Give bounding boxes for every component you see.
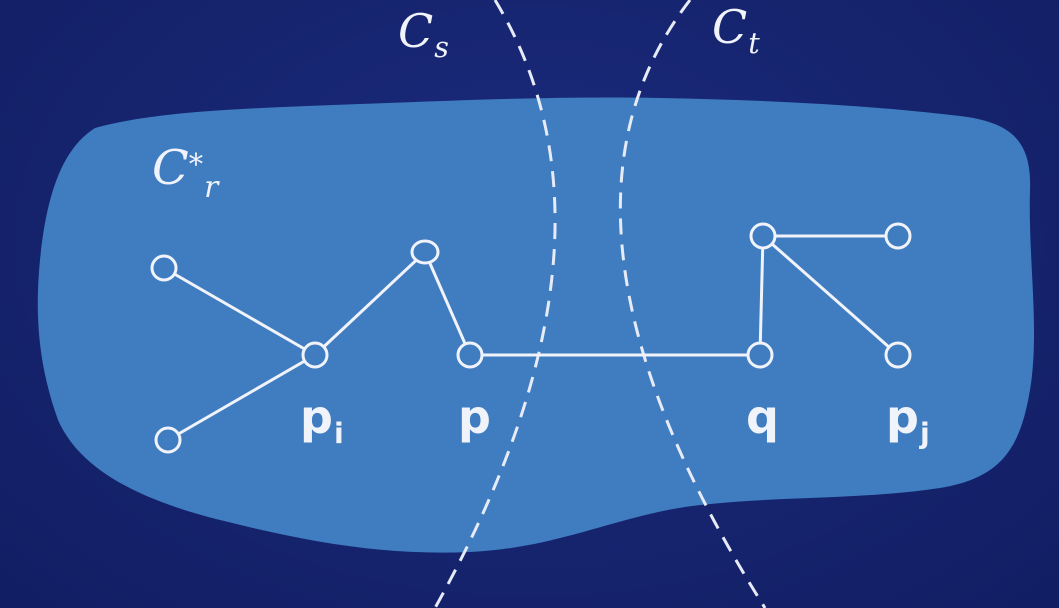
cut-curve-t [618,0,767,608]
node-b [154,426,182,454]
cut-curve-s [433,0,557,608]
node-e [884,222,912,250]
node-pi [301,341,329,369]
label-c-t: Ct [712,0,760,60]
edge-a-pi [163,266,316,357]
edge-b-pi [167,353,316,442]
node-q [746,341,774,369]
edge-c-p [423,251,472,356]
label-c-s: Cs [398,4,449,64]
edge-d-pj [762,234,899,357]
label-p: p [458,390,491,444]
label-q: q [746,390,779,444]
node-p [456,341,484,369]
node-pj [884,341,912,369]
label-c-star-r: C*r [152,140,219,206]
cluster-region [37,97,1035,553]
edge-pi-c [313,250,427,357]
node-c [410,239,440,265]
label-p-j: pj [886,390,930,450]
edge-q-d [758,235,765,356]
node-d [749,222,777,250]
label-p-i: pi [300,390,344,450]
node-a [150,254,178,282]
